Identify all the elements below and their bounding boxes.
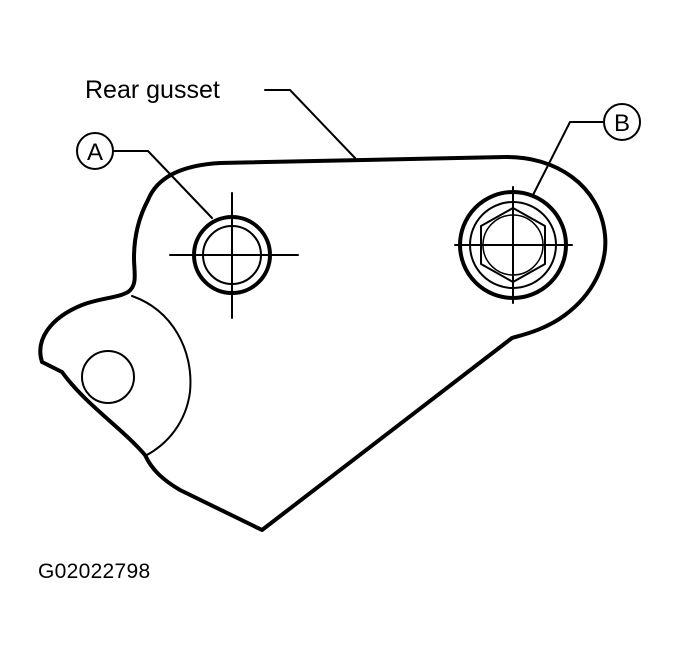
callout-a-leader [112,150,213,219]
lower-lobe-arc [131,295,192,457]
callout-a: A [76,132,213,219]
part-label-rear-gusset: Rear gusset [85,76,220,104]
part-label-leader [264,89,356,159]
callout-b-letter: B [614,110,630,137]
hole-b [454,186,573,304]
callout-b: B [532,103,641,196]
callout-b-leader [532,121,605,196]
gusset-plate-outline [38,154,608,532]
callout-a-letter: A [87,139,103,166]
hole-a [169,192,299,319]
pivot-hole [81,350,135,404]
figure-code: G02022798 [38,560,150,583]
